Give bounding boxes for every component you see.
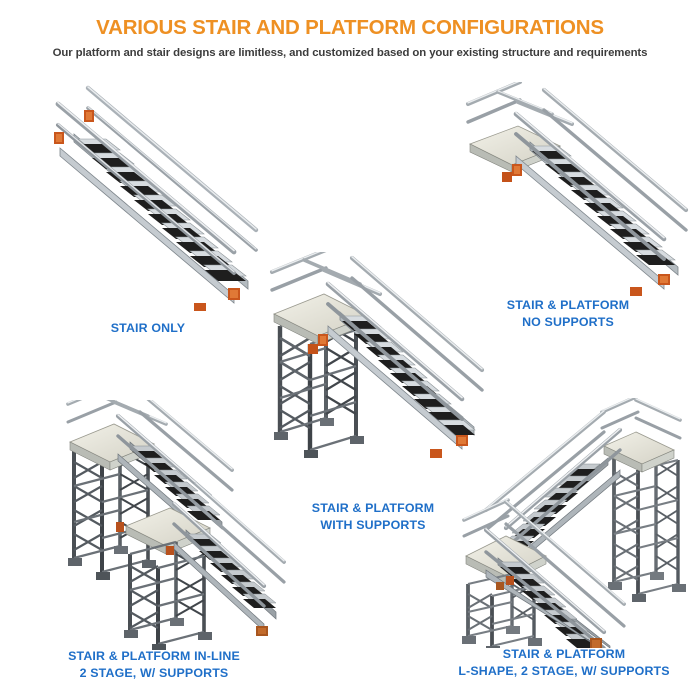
caption-stair-platform-inline-2stage: STAIR & PLATFORM IN-LINE 2 STAGE, W/ SUP… bbox=[18, 648, 290, 682]
stair-stringer-group bbox=[54, 85, 259, 311]
caption-stair-platform-lshape-2stage: STAIR & PLATFORM L-SHAPE, 2 STAGE, W/ SU… bbox=[428, 646, 700, 680]
caption-line: L-SHAPE, 2 STAGE, W/ SUPPORTS bbox=[458, 664, 670, 678]
caption-line: STAIR & PLATFORM bbox=[311, 501, 435, 515]
figure-stair-platform-no-supports: STAIR & PLATFORM NO SUPPORTS bbox=[440, 82, 696, 332]
orange-foot-bottom bbox=[256, 626, 268, 636]
orange-connector bbox=[116, 522, 174, 555]
orange-foot-bottom bbox=[194, 288, 240, 311]
poster-header: VARIOUS STAIR AND PLATFORM CONFIGURATION… bbox=[0, 0, 700, 59]
caption-line: 2 STAGE, W/ SUPPORTS bbox=[79, 666, 229, 680]
stair-platform-inline-2stage-illustration bbox=[18, 400, 290, 650]
caption-line: NO SUPPORTS bbox=[522, 315, 614, 329]
orange-foot-bottom bbox=[430, 435, 468, 458]
upper-platform bbox=[600, 398, 682, 473]
stair-group bbox=[325, 255, 485, 450]
stair-platform-lshape-2stage-illustration bbox=[428, 398, 700, 648]
orange-connector bbox=[496, 576, 514, 590]
stair-flight-lower bbox=[483, 500, 626, 648]
caption-line: STAIR ONLY bbox=[110, 321, 186, 335]
stair-group bbox=[513, 87, 689, 290]
stair-platform-with-supports-illustration bbox=[258, 252, 488, 492]
orange-foot-bottom bbox=[630, 274, 670, 296]
caption-stair-platform-with-supports: STAIR & PLATFORM WITH SUPPORTS bbox=[258, 500, 488, 534]
caption-stair-platform-no-supports: STAIR & PLATFORM NO SUPPORTS bbox=[440, 297, 696, 331]
figure-stair-platform-inline-2stage: STAIR & PLATFORM IN-LINE 2 STAGE, W/ SUP… bbox=[18, 400, 290, 690]
platform-group bbox=[466, 82, 574, 173]
figure-stair-only: STAIR ONLY bbox=[20, 82, 276, 342]
stair-only-illustration bbox=[20, 82, 276, 312]
stair-platform-no-supports-illustration bbox=[440, 82, 696, 297]
caption-line: STAIR & PLATFORM IN-LINE bbox=[68, 649, 240, 663]
figure-stair-platform-with-supports: STAIR & PLATFORM WITH SUPPORTS bbox=[258, 252, 488, 532]
caption-stair-only: STAIR ONLY bbox=[20, 320, 276, 337]
page-subtitle: Our platform and stair designs are limit… bbox=[52, 46, 648, 59]
figure-stair-platform-lshape-2stage: STAIR & PLATFORM L-SHAPE, 2 STAGE, W/ SU… bbox=[428, 398, 700, 688]
caption-line: STAIR & PLATFORM bbox=[502, 647, 626, 661]
orange-connector bbox=[502, 164, 522, 182]
page-title: VARIOUS STAIR AND PLATFORM CONFIGURATION… bbox=[96, 16, 604, 39]
caption-line: WITH SUPPORTS bbox=[320, 518, 426, 532]
orange-foot-bottom bbox=[590, 638, 602, 648]
orange-connector bbox=[308, 334, 328, 354]
orange-connector-top bbox=[54, 110, 94, 144]
caption-line: STAIR & PLATFORM bbox=[506, 298, 630, 312]
support-tower-lower bbox=[124, 540, 212, 650]
